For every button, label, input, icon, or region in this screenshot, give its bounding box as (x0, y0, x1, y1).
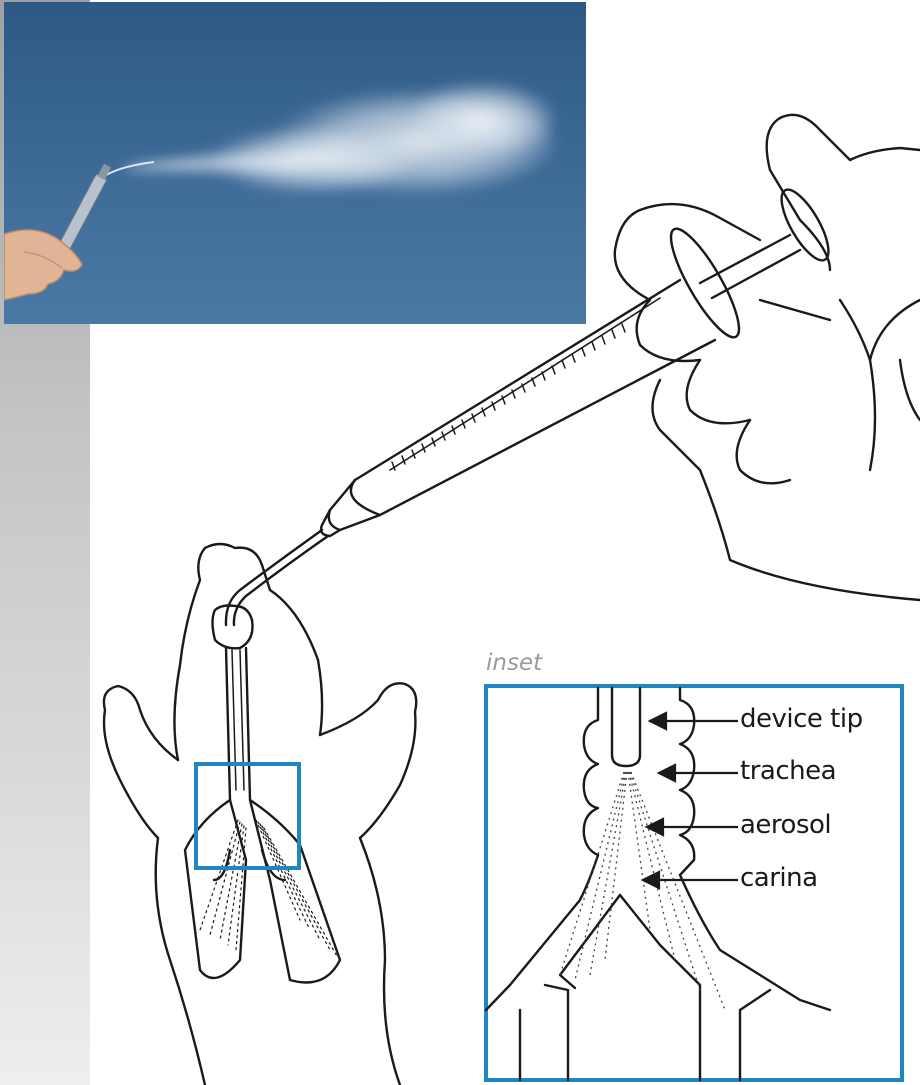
syringe-illustration (226, 183, 837, 625)
inset-panel (486, 686, 902, 1080)
callout-carina: carina (740, 863, 818, 893)
mouse-illustration (104, 544, 416, 1085)
hand-illustration (615, 115, 920, 600)
callout-aerosol: aerosol (740, 810, 831, 840)
callout-device-tip: device tip (740, 704, 863, 734)
callout-trachea: trachea (740, 756, 836, 786)
lung-aerosol-illustration (200, 820, 338, 958)
inset-label: inset (486, 650, 542, 676)
